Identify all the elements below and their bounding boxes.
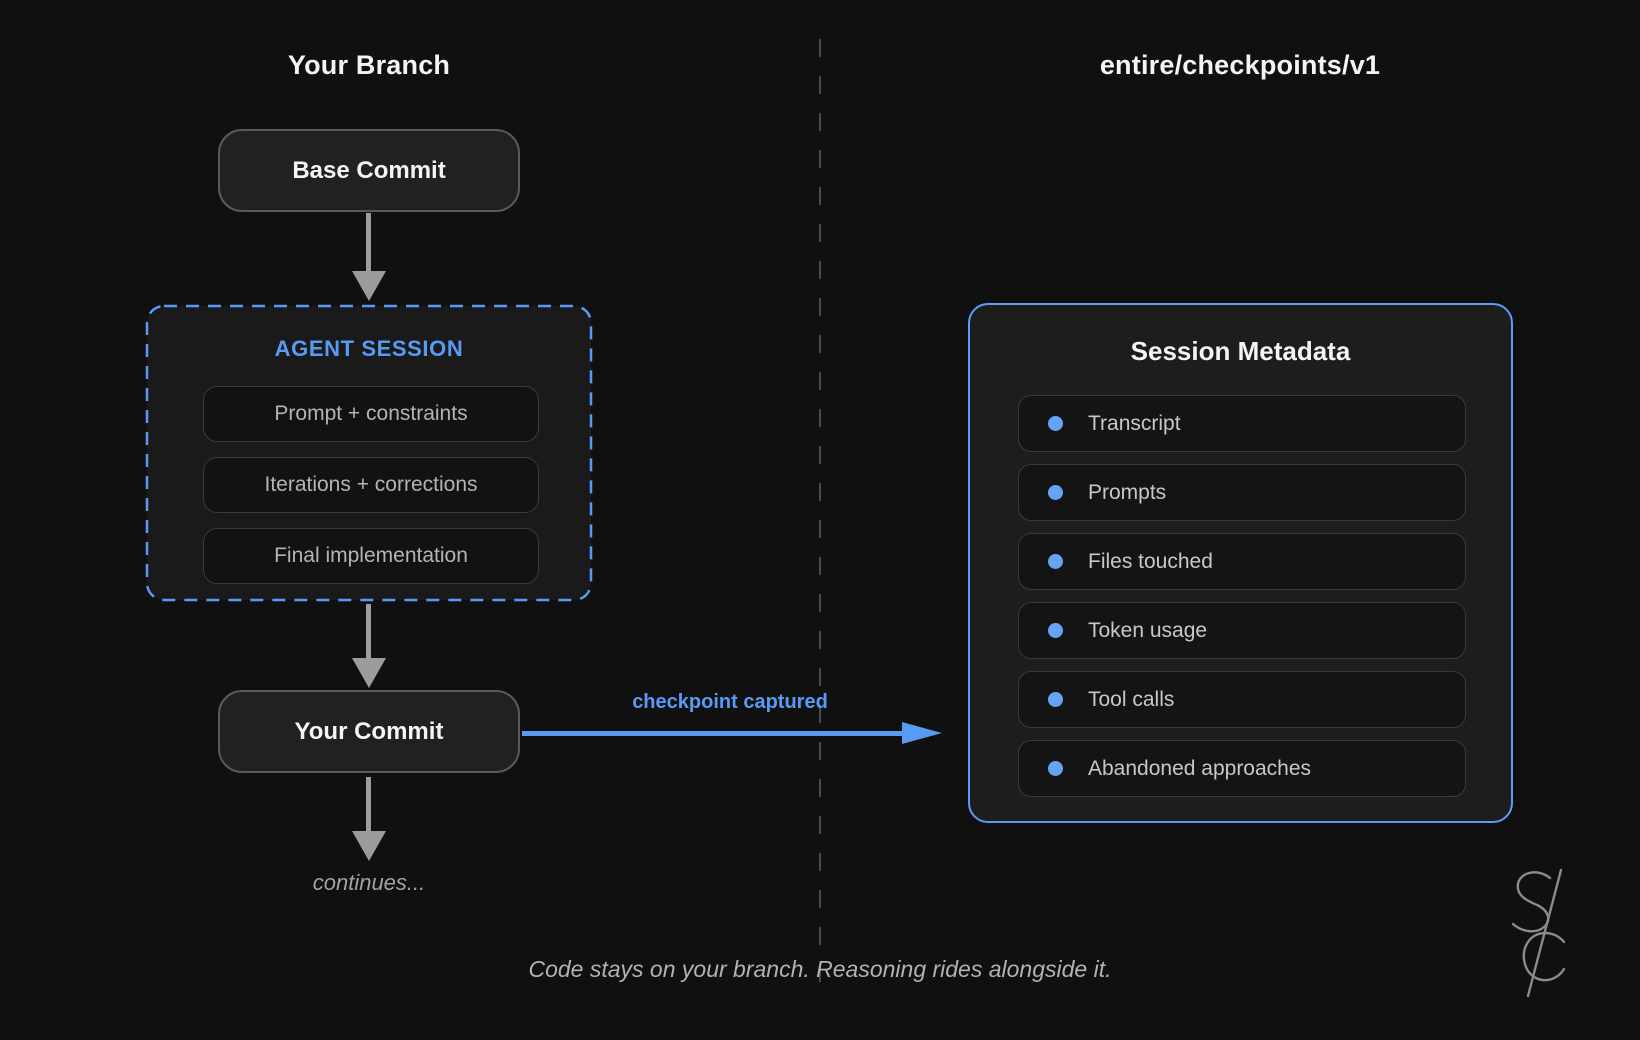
blue-dot-icon (1048, 623, 1063, 638)
blue-dot-icon (1048, 416, 1063, 431)
checkpoint-arrow-head-icon (902, 722, 942, 744)
blue-dot-icon (1048, 692, 1063, 707)
left-column-title: Your Branch (287, 50, 451, 80)
sc-monogram-logo-icon (1511, 868, 1566, 998)
metadata-item-tool-calls: Tool calls (1018, 671, 1466, 728)
metadata-item-label: Transcript (1088, 411, 1181, 435)
metadata-item-label: Files touched (1088, 549, 1213, 573)
blue-dot-icon (1048, 761, 1063, 776)
metadata-item-prompts: Prompts (1018, 464, 1466, 521)
base-commit-label: Base Commit (292, 156, 446, 184)
arrow-down-icon (366, 604, 371, 659)
session-step-iterations: Iterations + corrections (203, 457, 539, 513)
arrow-down-icon (366, 213, 371, 272)
your-commit-node: Your Commit (218, 690, 520, 773)
metadata-item-label: Tool calls (1088, 687, 1175, 711)
session-step-label: Iterations + corrections (264, 473, 478, 496)
arrow-down-head-icon (352, 831, 386, 861)
metadata-item-token-usage: Token usage (1018, 602, 1466, 659)
metadata-panel-title: Session Metadata (1130, 336, 1351, 366)
arrow-down-head-icon (352, 658, 386, 688)
metadata-item-files-touched: Files touched (1018, 533, 1466, 590)
your-commit-label: Your Commit (294, 717, 444, 745)
metadata-item-abandoned-approaches: Abandoned approaches (1018, 740, 1466, 797)
blue-dot-icon (1048, 554, 1063, 569)
branch-continues-label: continues... (312, 870, 426, 895)
metadata-item-label: Abandoned approaches (1088, 756, 1312, 780)
session-step-label: Final implementation (274, 544, 468, 567)
right-column-title: entire/checkpoints/v1 (1099, 50, 1381, 80)
session-step-label: Prompt + constraints (274, 402, 468, 425)
blue-dot-icon (1048, 485, 1063, 500)
arrow-down-head-icon (352, 271, 386, 301)
agent-session-box: AGENT SESSION Prompt + constraints Itera… (145, 304, 593, 602)
arrow-down-icon (366, 777, 371, 832)
metadata-item-transcript: Transcript (1018, 395, 1466, 452)
agent-session-dashed-border-icon (145, 304, 593, 602)
branch-divider (819, 39, 821, 991)
base-commit-node: Base Commit (218, 129, 520, 212)
checkpoint-arrow-icon (522, 731, 904, 736)
checkpoint-captured-label: checkpoint captured (632, 691, 828, 713)
metadata-item-label: Prompts (1088, 480, 1167, 504)
agent-session-title: AGENT SESSION (274, 336, 464, 361)
footer-caption: Code stays on your branch. Reasoning rid… (528, 956, 1112, 982)
session-step-final: Final implementation (203, 528, 539, 584)
session-step-prompt: Prompt + constraints (203, 386, 539, 442)
metadata-panel: Session Metadata Transcript Prompts File… (968, 303, 1513, 823)
metadata-item-label: Token usage (1088, 618, 1208, 642)
